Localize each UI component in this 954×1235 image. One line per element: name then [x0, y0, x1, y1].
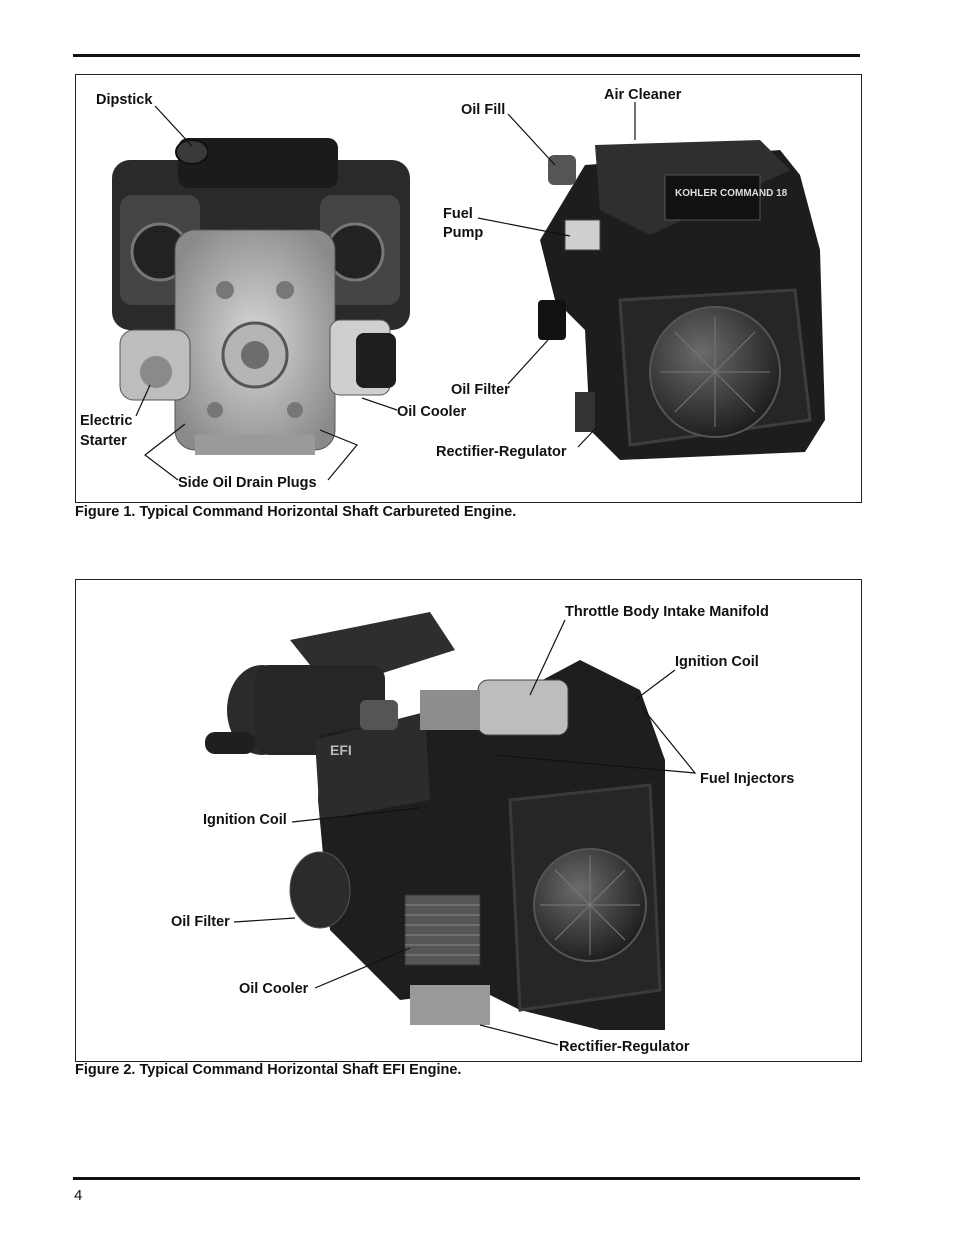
label-air-cleaner: Air Cleaner [604, 87, 682, 103]
label-oil-filter-fig1: Oil Filter [451, 382, 510, 398]
figure-2-frame [75, 579, 862, 1062]
carbureted-engine-front-image [112, 138, 410, 455]
label-electric-starter-line2: Starter [80, 433, 127, 449]
figure-1-frame [75, 74, 862, 503]
label-fuel-pump-line2: Pump [443, 225, 484, 241]
label-fuel-injectors: Fuel Injectors [700, 771, 795, 787]
figure-2-leader-lines [233, 619, 697, 1046]
label-rectifier-regulator-fig1: Rectifier-Regulator [436, 444, 567, 460]
label-side-oil-drain-plugs: Side Oil Drain Plugs [178, 475, 317, 491]
top-rule [73, 54, 860, 57]
label-oil-filter-fig2: Oil Filter [171, 914, 230, 930]
label-rectifier-regulator-fig2: Rectifier-Regulator [559, 1039, 690, 1055]
label-ignition-coil-right: Ignition Coil [675, 654, 759, 670]
label-fuel-pump-line1: Fuel [443, 206, 473, 222]
label-oil-fill: Oil Fill [461, 102, 506, 118]
kohler-badge: KOHLER COMMAND 18 [675, 188, 788, 199]
efi-badge: EFI [330, 742, 352, 758]
figure-1-leader-lines [135, 102, 636, 481]
bottom-rule [73, 1177, 860, 1180]
label-oil-cooler-fig2: Oil Cooler [239, 981, 309, 997]
page-number: 4 [74, 1187, 83, 1204]
figure-2-caption: Figure 2. Typical Command Horizontal Sha… [75, 1062, 462, 1078]
carbureted-engine-side-image: KOHLER COMMAND 18 [538, 140, 825, 460]
efi-engine-image: EFI [205, 612, 665, 1030]
label-oil-cooler-fig1: Oil Cooler [397, 404, 467, 420]
figure-1-caption: Figure 1. Typical Command Horizontal Sha… [75, 504, 517, 520]
label-dipstick: Dipstick [96, 92, 153, 108]
label-throttle-body-intake-manifold: Throttle Body Intake Manifold [565, 604, 769, 620]
label-electric-starter-line1: Electric [80, 413, 133, 429]
label-ignition-coil-left: Ignition Coil [203, 812, 287, 828]
